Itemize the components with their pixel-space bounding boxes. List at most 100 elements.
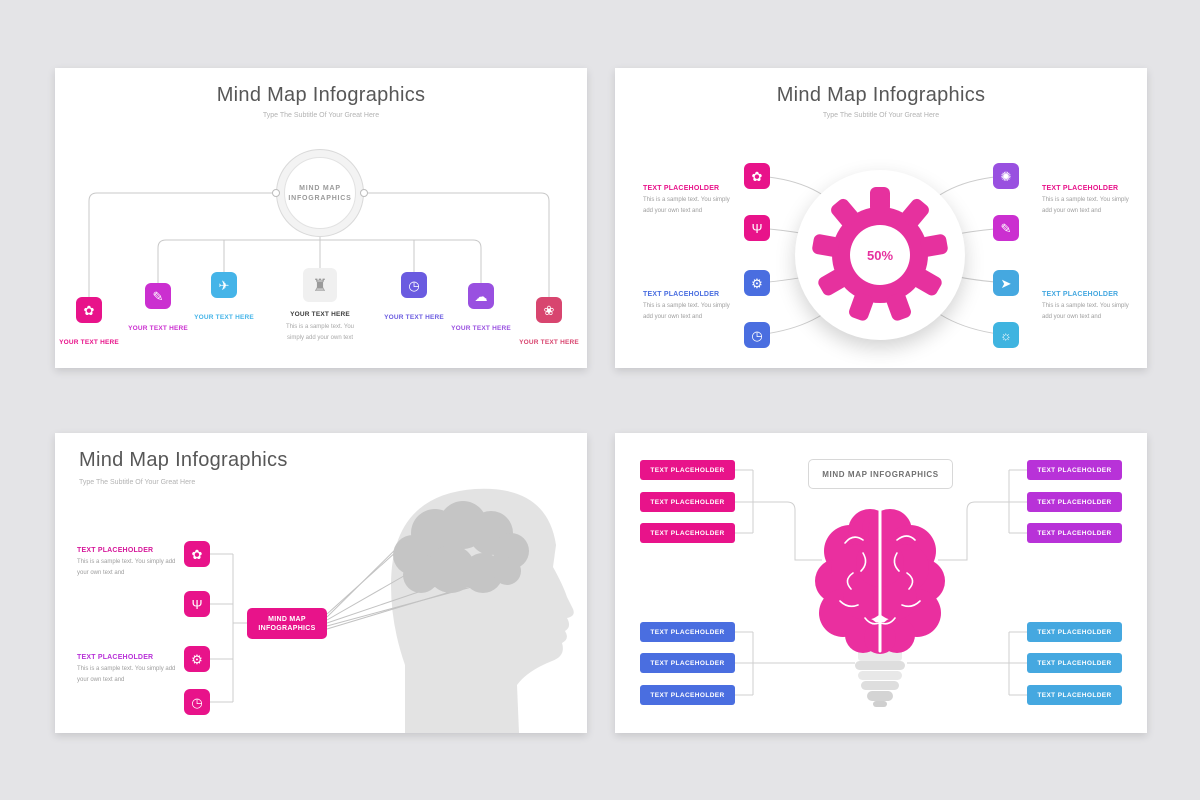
stopwatch-icon: ◷ (401, 272, 427, 298)
slide-header-box: MIND MAP INFOGRAPHICS (808, 459, 953, 489)
text-placeholder-body: This is a sample text. You simply add yo… (643, 303, 730, 320)
rocket-icon: ✈ (211, 272, 237, 298)
text-placeholder-button: TEXT PLACEHOLDER (1027, 685, 1122, 705)
node-label: YOUR TEXT HERE (290, 311, 350, 318)
box-label-line1: MIND MAP (268, 615, 306, 623)
text-placeholder-button: TEXT PLACEHOLDER (640, 523, 735, 543)
text-placeholder-button: TEXT PLACEHOLDER (1027, 653, 1122, 673)
icon-glyph: ☁ (474, 288, 488, 304)
icon-glyph: ◷ (408, 277, 420, 293)
rose-icon: ✿ (184, 541, 210, 567)
branch-node-7: ❀ YOUR TEXT HERE (494, 297, 587, 346)
central-topic-inner: MIND MAP INFOGRAPHICS (284, 157, 356, 229)
node-label: YOUR TEXT HERE (384, 314, 444, 321)
brain-cloud (393, 501, 529, 593)
mind-map-label-box: MIND MAP INFOGRAPHICS (247, 608, 327, 639)
slide-subtitle: Type The Subtitle Of Your Great Here (79, 479, 196, 486)
text-placeholder-body: This is a sample text. You simply add yo… (1042, 303, 1129, 320)
slide-subtitle: Type The Subtitle Of Your Great Here (262, 112, 380, 119)
slide-thumbnail-head-mindmap[interactable]: Mind Map Infographics Type The Subtitle … (55, 433, 587, 733)
text-placeholder-heading: TEXT PLACEHOLDER (77, 547, 154, 554)
slide-thumbnail-brain-bulb-mindmap[interactable]: MIND MAP INFOGRAPHICS TEXT PLACEHOLDER T… (615, 433, 1147, 733)
text-placeholder-button: TEXT PLACEHOLDER (640, 492, 735, 512)
slide-title: Mind Map Infographics (216, 84, 426, 106)
text-placeholder-button: TEXT PLACEHOLDER (640, 622, 735, 642)
icon-glyph: ⚙ (191, 651, 203, 667)
brain-bulb-graphic (815, 509, 945, 707)
text-placeholder-button: TEXT PLACEHOLDER (640, 460, 735, 480)
connector-dot-left (272, 189, 280, 197)
bulb-icon: ✺ (993, 163, 1019, 189)
icon-glyph: ◷ (191, 694, 203, 710)
text-placeholder-body: This is a sample text. You simply add yo… (77, 666, 176, 683)
node-label: YOUR TEXT HERE (128, 325, 188, 332)
paperclip-icon: ✎ (145, 283, 171, 309)
flower-icon: ❀ (536, 297, 562, 323)
brain-folds (839, 509, 921, 653)
text-placeholder-heading: TEXT PLACEHOLDER (643, 185, 720, 192)
node-description: This is a sample text. You simply add yo… (285, 324, 355, 341)
branch-node-5: ◷ YOUR TEXT HERE (359, 272, 469, 321)
text-placeholder-button: TEXT PLACEHOLDER (640, 653, 735, 673)
box-label-line2: INFOGRAPHICS (258, 624, 316, 632)
gear-backplate-circle: 50% (795, 170, 965, 340)
text-placeholder-button: TEXT PLACEHOLDER (640, 685, 735, 705)
icon-glyph: ✎ (152, 288, 164, 304)
icon-glyph: ❀ (543, 302, 555, 318)
slide-thumbnail-gear-mindmap[interactable]: Mind Map Infographics Type The Subtitle … (615, 68, 1147, 368)
gear-icon: ⚙ (744, 270, 770, 296)
text-placeholder-heading: TEXT PLACEHOLDER (643, 291, 720, 298)
head-and-brain-graphic (326, 488, 574, 733)
icon-glyph: ✈ (218, 277, 230, 293)
slide-thumbnail-tree-mindmap[interactable]: Mind Map Infographics Type The Subtitle … (55, 68, 587, 368)
text-placeholder-body: This is a sample text. You simply add yo… (77, 559, 176, 576)
text-placeholder-button: TEXT PLACEHOLDER (1027, 460, 1122, 480)
branch-node-1: ✿ YOUR TEXT HERE (55, 297, 144, 346)
icon-glyph: Ψ (191, 596, 203, 612)
icon-glyph: ✿ (751, 168, 763, 184)
gear-icon: ⚙ (184, 646, 210, 672)
lamp-icon: ☼ (993, 322, 1019, 348)
text-placeholder-button: TEXT PLACEHOLDER (1027, 622, 1122, 642)
icon-glyph: ✿ (191, 546, 203, 562)
central-topic-line1: MIND MAP (299, 184, 341, 192)
branch-node-2: ✎ YOUR TEXT HERE (103, 283, 213, 332)
gear-icon: 50% (812, 187, 948, 321)
node-label: YOUR TEXT HERE (59, 339, 119, 346)
connector-lines (735, 469, 1027, 696)
text-block-left-2: TEXT PLACEHOLDER This is a sample text. … (643, 291, 735, 323)
microphone-icon: Ψ (184, 591, 210, 617)
text-block-1: TEXT PLACEHOLDER This is a sample text. … (77, 547, 177, 579)
stopwatch-icon: ◷ (184, 689, 210, 715)
slide-title: Mind Map Infographics (776, 84, 986, 106)
node-label: YOUR TEXT HERE (194, 314, 254, 321)
text-placeholder-heading: TEXT PLACEHOLDER (1042, 291, 1119, 298)
paperclip-icon: ✎ (993, 215, 1019, 241)
central-topic-line2: INFOGRAPHICS (288, 194, 352, 202)
icon-glyph: ✺ (1000, 168, 1012, 184)
rose-icon: ✿ (744, 163, 770, 189)
icon-glyph: ➤ (1000, 275, 1012, 291)
icon-glyph: ♜ (312, 275, 328, 295)
connector-lines (88, 192, 550, 297)
text-placeholder-heading: TEXT PLACEHOLDER (77, 654, 154, 661)
branch-node-4-center: ♜ YOUR TEXT HERE This is a sample text. … (265, 268, 375, 344)
text-placeholder-button: TEXT PLACEHOLDER (1027, 523, 1122, 543)
icon-glyph: Ψ (751, 220, 763, 236)
connector-lines (210, 553, 247, 703)
branch-node-3: ✈ YOUR TEXT HERE (169, 272, 279, 321)
text-block-right-2: TEXT PLACEHOLDER This is a sample text. … (1042, 291, 1134, 323)
slide-title: Mind Map Infographics (79, 449, 288, 471)
microphone-icon: Ψ (744, 215, 770, 241)
text-block-right-1: TEXT PLACEHOLDER This is a sample text. … (1042, 185, 1134, 217)
node-label: YOUR TEXT HERE (519, 339, 579, 346)
central-topic-circle: MIND MAP INFOGRAPHICS (276, 149, 364, 237)
text-block-left-1: TEXT PLACEHOLDER This is a sample text. … (643, 185, 735, 217)
node-label: YOUR TEXT HERE (451, 325, 511, 332)
connector-dot-right (360, 189, 368, 197)
icon-glyph: ⚙ (751, 275, 763, 291)
stopwatch-icon: ◷ (744, 322, 770, 348)
icon-glyph: ✎ (1000, 220, 1012, 236)
percentage-value: 50% (867, 248, 893, 263)
text-block-2: TEXT PLACEHOLDER This is a sample text. … (77, 654, 177, 686)
